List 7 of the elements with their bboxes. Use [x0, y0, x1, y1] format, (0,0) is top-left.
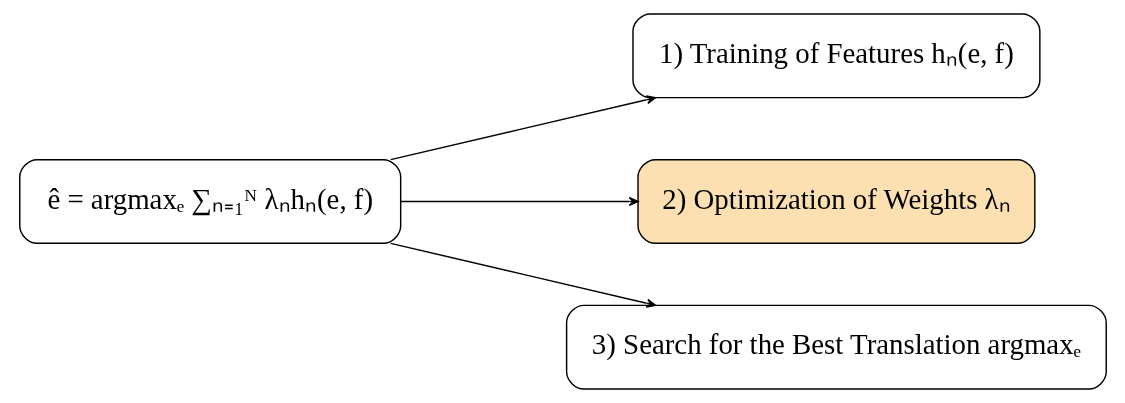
node-box: 1) Training of Features hₙ(e, f) — [631, 13, 1041, 99]
arrow — [389, 95, 656, 161]
arrow — [399, 196, 639, 207]
node-box: 3) Search for the Best Translation argmaxₑ — [565, 304, 1107, 390]
node-box: ê = argmaxₑ ∑ₙ₌₁ᴺ λₙhₙ(e, f) — [18, 158, 401, 245]
node-box: 2) Optimization of Weights λₙ — [636, 158, 1036, 245]
arrow — [389, 242, 656, 308]
